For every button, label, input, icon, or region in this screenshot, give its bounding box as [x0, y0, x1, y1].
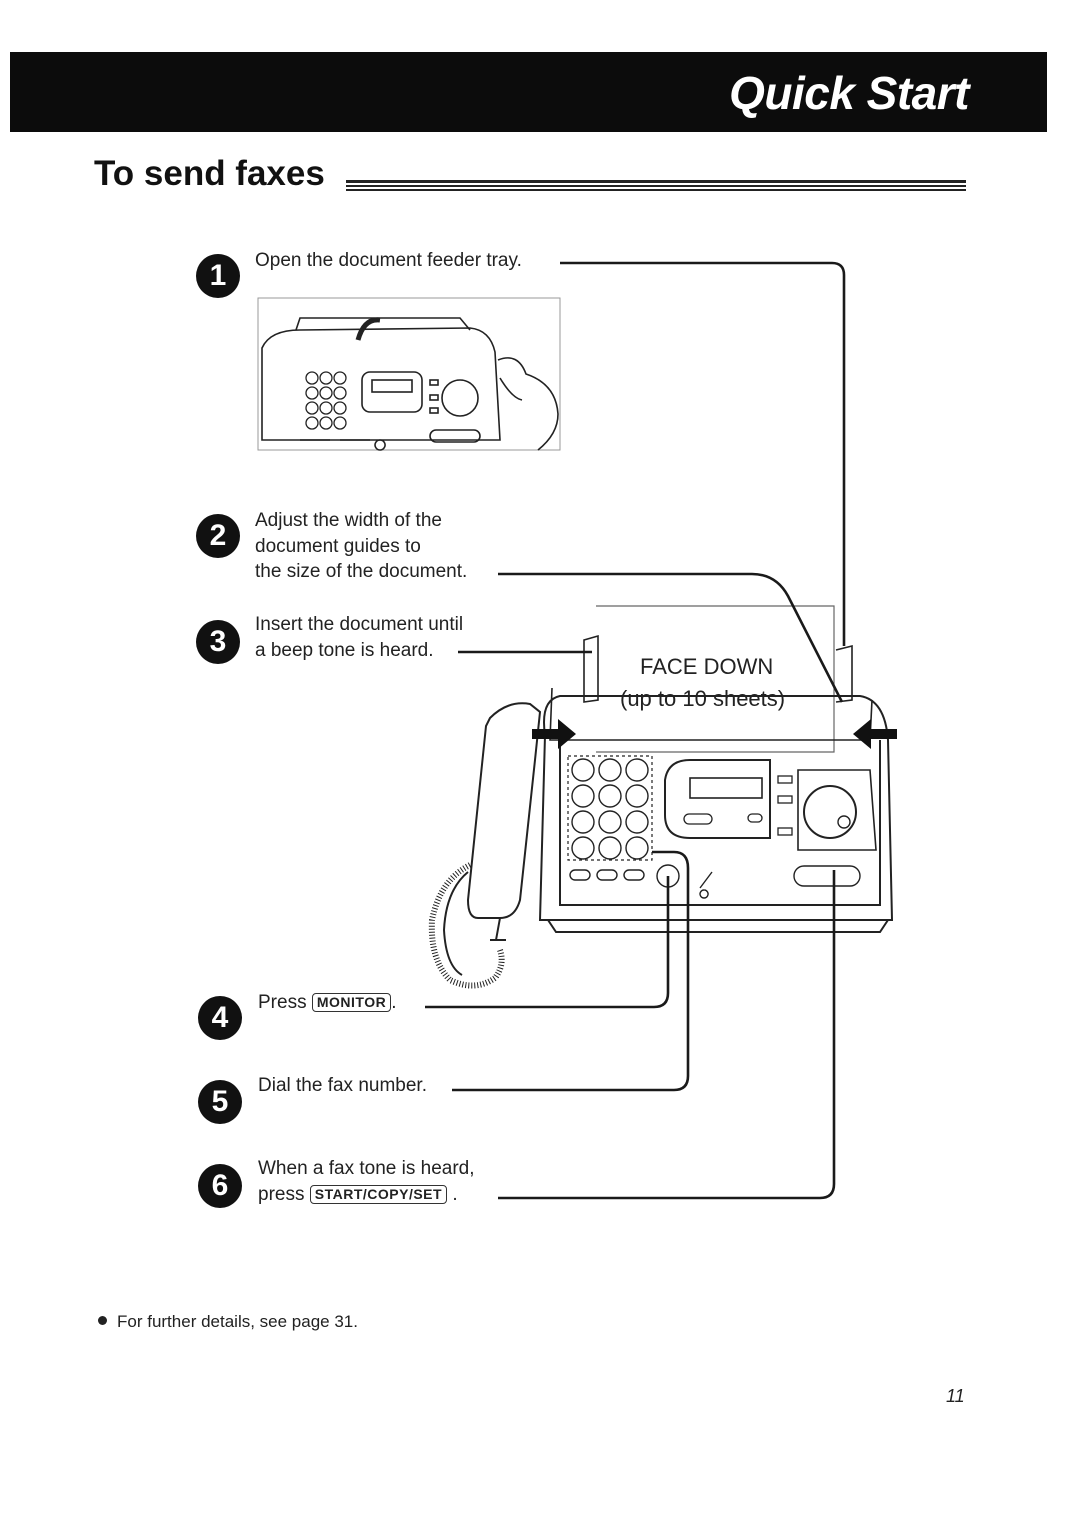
step-2-text: Adjust the width of the document guides …	[255, 508, 467, 585]
start-copy-set-key: START/COPY/SET	[309, 1184, 448, 1204]
step-3-text: Insert the document until a beep tone is…	[255, 612, 463, 663]
step-5-line-1: Dial the fax number.	[258, 1075, 427, 1096]
further-details-note: For further details, see page 31.	[98, 1312, 358, 1332]
section-title: To send faxes	[94, 154, 325, 193]
step-4-prefix: Press	[258, 992, 307, 1013]
face-down-label: FACE DOWN	[640, 654, 774, 679]
insert-arrow-icons	[532, 719, 897, 749]
quick-start-banner: Quick Start	[10, 52, 1047, 132]
leader-line-step-1	[560, 261, 846, 646]
step-4-text: Press MONITOR.	[258, 990, 397, 1016]
step-6-line-2: press START/COPY/SET .	[258, 1182, 475, 1208]
leader-lines	[425, 261, 846, 1200]
step-2-line-2: document guides to	[255, 535, 421, 557]
leader-line-step-2	[498, 572, 844, 703]
fax-tray-open-illustration	[257, 297, 561, 451]
sheet-capacity-label: (up to 10 sheets)	[620, 686, 786, 711]
step-6-prefix: press	[258, 1183, 305, 1205]
step-6-suffix: .	[452, 1183, 458, 1205]
step-5-text: Dial the fax number.	[258, 1073, 427, 1099]
step-3-badge: 3	[196, 620, 240, 664]
step-3-line-1: Insert the document until	[255, 614, 464, 635]
step-4-suffix: .	[391, 992, 397, 1013]
step-5-badge: 5	[198, 1080, 242, 1124]
step-3-line-2: a beep tone is heard.	[255, 639, 434, 661]
title-rule	[346, 180, 966, 194]
step-2-line-3: the size of the document.	[255, 561, 468, 582]
bullet-icon	[98, 1316, 107, 1325]
banner-title: Quick Start	[729, 67, 969, 119]
step-2-line-1: Adjust the width of the	[255, 510, 442, 531]
step-6-text: When a fax tone is heard, press START/CO…	[258, 1156, 475, 1207]
fax-machine-illustration	[428, 605, 894, 989]
step-1-line-1: Open the document feeder tray.	[255, 250, 522, 271]
step-1-badge: 1	[196, 254, 240, 298]
step-2-badge: 2	[196, 514, 240, 558]
step-4-badge: 4	[198, 996, 242, 1040]
leader-line-step-6	[498, 870, 836, 1200]
leader-line-step-5	[452, 850, 690, 1092]
leader-line-step-4	[425, 876, 670, 1009]
monitor-key: MONITOR	[311, 993, 392, 1012]
note-text: For further details, see page 31.	[117, 1312, 358, 1331]
step-6-badge: 6	[198, 1164, 242, 1208]
right-arrow-icon	[532, 719, 576, 749]
step-6-line-1: When a fax tone is heard,	[258, 1158, 475, 1179]
page-number: 11	[946, 1386, 965, 1406]
step-1-text: Open the document feeder tray.	[255, 248, 522, 274]
left-arrow-icon	[853, 719, 897, 749]
